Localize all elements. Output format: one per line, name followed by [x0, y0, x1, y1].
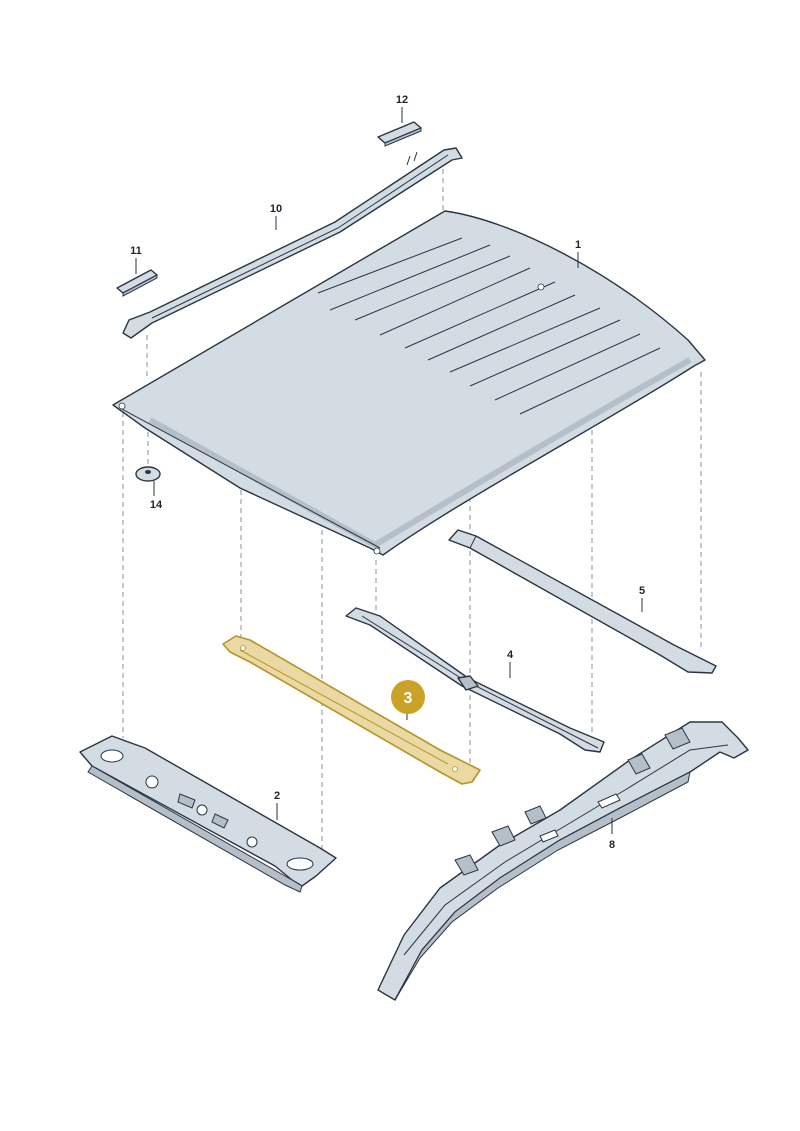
part-11-cover-strip[interactable] [116, 269, 158, 297]
part-3-cross-member-highlighted[interactable] [222, 635, 481, 785]
part-4-roof-bow[interactable] [345, 607, 605, 753]
part-8-side-frame-rail[interactable] [377, 721, 749, 1001]
callout-14[interactable]: 14 [150, 499, 163, 511]
callout-3: 3 [404, 690, 413, 707]
callout-5[interactable]: 5 [639, 585, 645, 597]
callout-4[interactable]: 4 [507, 649, 514, 661]
part-1-roof-panel[interactable] [112, 210, 706, 556]
part-5-side-reinforcement[interactable] [448, 529, 717, 674]
callout-11[interactable]: 11 [130, 245, 142, 257]
part-12-cover-strip[interactable] [377, 121, 422, 147]
part-2-front-cross-panel[interactable] [79, 735, 337, 893]
callout-1[interactable]: 1 [575, 239, 581, 251]
callout-leaders [135, 107, 643, 834]
part-14-clip[interactable] [135, 466, 161, 482]
callout-2[interactable]: 2 [274, 790, 280, 802]
callout-10[interactable]: 10 [270, 203, 282, 215]
callout-3-badge[interactable]: 3 [391, 680, 425, 714]
callout-8[interactable]: 8 [609, 839, 615, 851]
part-10-roof-molding[interactable] [122, 147, 463, 339]
callout-labels: 12 1 10 11 14 5 4 2 8 [130, 94, 645, 851]
callout-12[interactable]: 12 [396, 94, 408, 106]
